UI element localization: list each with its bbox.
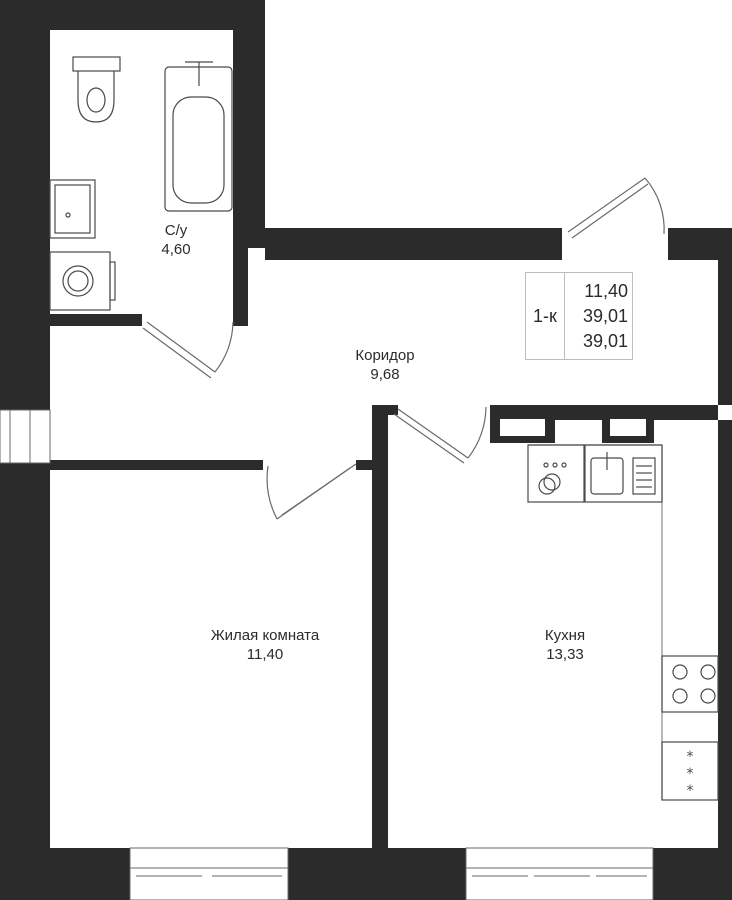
vent-hole-2 — [610, 419, 646, 436]
svg-text:*: * — [687, 766, 694, 782]
window-left-wall — [0, 409, 51, 464]
wall-right-top — [718, 228, 732, 405]
wall-right-lower — [718, 420, 732, 900]
oven-icon: * * * — [661, 741, 719, 801]
svg-text:*: * — [687, 749, 694, 765]
toilet-icon — [72, 56, 121, 123]
wall-living-top-right — [356, 460, 372, 470]
door-icon — [567, 177, 665, 239]
kitchen-fixtures: * * * — [527, 444, 719, 801]
bath-vent-3 — [152, 33, 164, 47]
wall-left-lower — [0, 463, 50, 900]
room-name: Кухня — [544, 627, 586, 644]
wall-left-upper — [0, 0, 50, 410]
living-area-value: 11,40 — [584, 281, 628, 301]
room-area: 4,60 — [161, 241, 191, 258]
room-area: 11,40 — [246, 646, 284, 663]
doors — [142, 177, 665, 520]
sink-icon — [49, 179, 96, 239]
room-label-living: Жилая комната 11,40 — [190, 626, 340, 664]
wall-bottom-1 — [50, 848, 130, 900]
window-living — [129, 847, 289, 900]
wall-center — [372, 405, 388, 900]
dishwasher-icon — [527, 444, 585, 503]
room-label-corridor: Коридор 9,68 — [335, 346, 435, 384]
room-label-bathroom: С/у 4,60 — [146, 221, 206, 259]
wall-bath-bottom — [50, 314, 142, 326]
wall-bath-top — [50, 0, 265, 30]
bath-vent-1 — [72, 33, 110, 47]
room-name: Коридор — [355, 347, 415, 364]
bath-vent-2 — [125, 33, 137, 47]
wall-bottom-3 — [388, 848, 466, 900]
wall-bottom-2 — [288, 848, 372, 900]
total-area-value: 39,01 — [582, 306, 628, 326]
door-icon — [393, 406, 487, 464]
apartment-info-box: 1-к 11,40 39,01 39,01 — [525, 272, 633, 360]
vent-holes — [72, 33, 646, 436]
kitchen-sink-icon — [584, 444, 663, 503]
door-icon — [142, 321, 234, 379]
room-name: С/у — [164, 222, 188, 239]
wall-bath-right-inner — [233, 248, 248, 326]
bathtub-icon — [164, 61, 233, 212]
wall-kitchen-top-left — [388, 405, 398, 415]
wall-bath-right — [233, 0, 265, 248]
window-kitchen — [465, 847, 654, 900]
room-name: Жилая комната — [210, 627, 320, 644]
wall-living-top — [50, 460, 263, 470]
apartment-type: 1-к — [526, 273, 565, 359]
area-value-3: 39,01 — [582, 331, 628, 351]
bathroom-fixtures — [49, 56, 233, 311]
wall-bottom-4 — [653, 848, 732, 900]
window-icon — [0, 409, 654, 900]
svg-text:*: * — [687, 783, 694, 799]
room-area: 13,33 — [546, 646, 584, 663]
wall-corridor-top — [265, 228, 562, 260]
washing-machine-icon — [49, 251, 116, 311]
vent-hole-1 — [500, 419, 545, 436]
room-label-kitchen: Кухня 13,33 — [520, 626, 610, 664]
room-area: 9,68 — [370, 366, 400, 383]
apartment-areas: 11,40 39,01 39,01 — [568, 279, 628, 354]
stove-icon — [661, 655, 719, 713]
door-icon — [266, 463, 357, 520]
